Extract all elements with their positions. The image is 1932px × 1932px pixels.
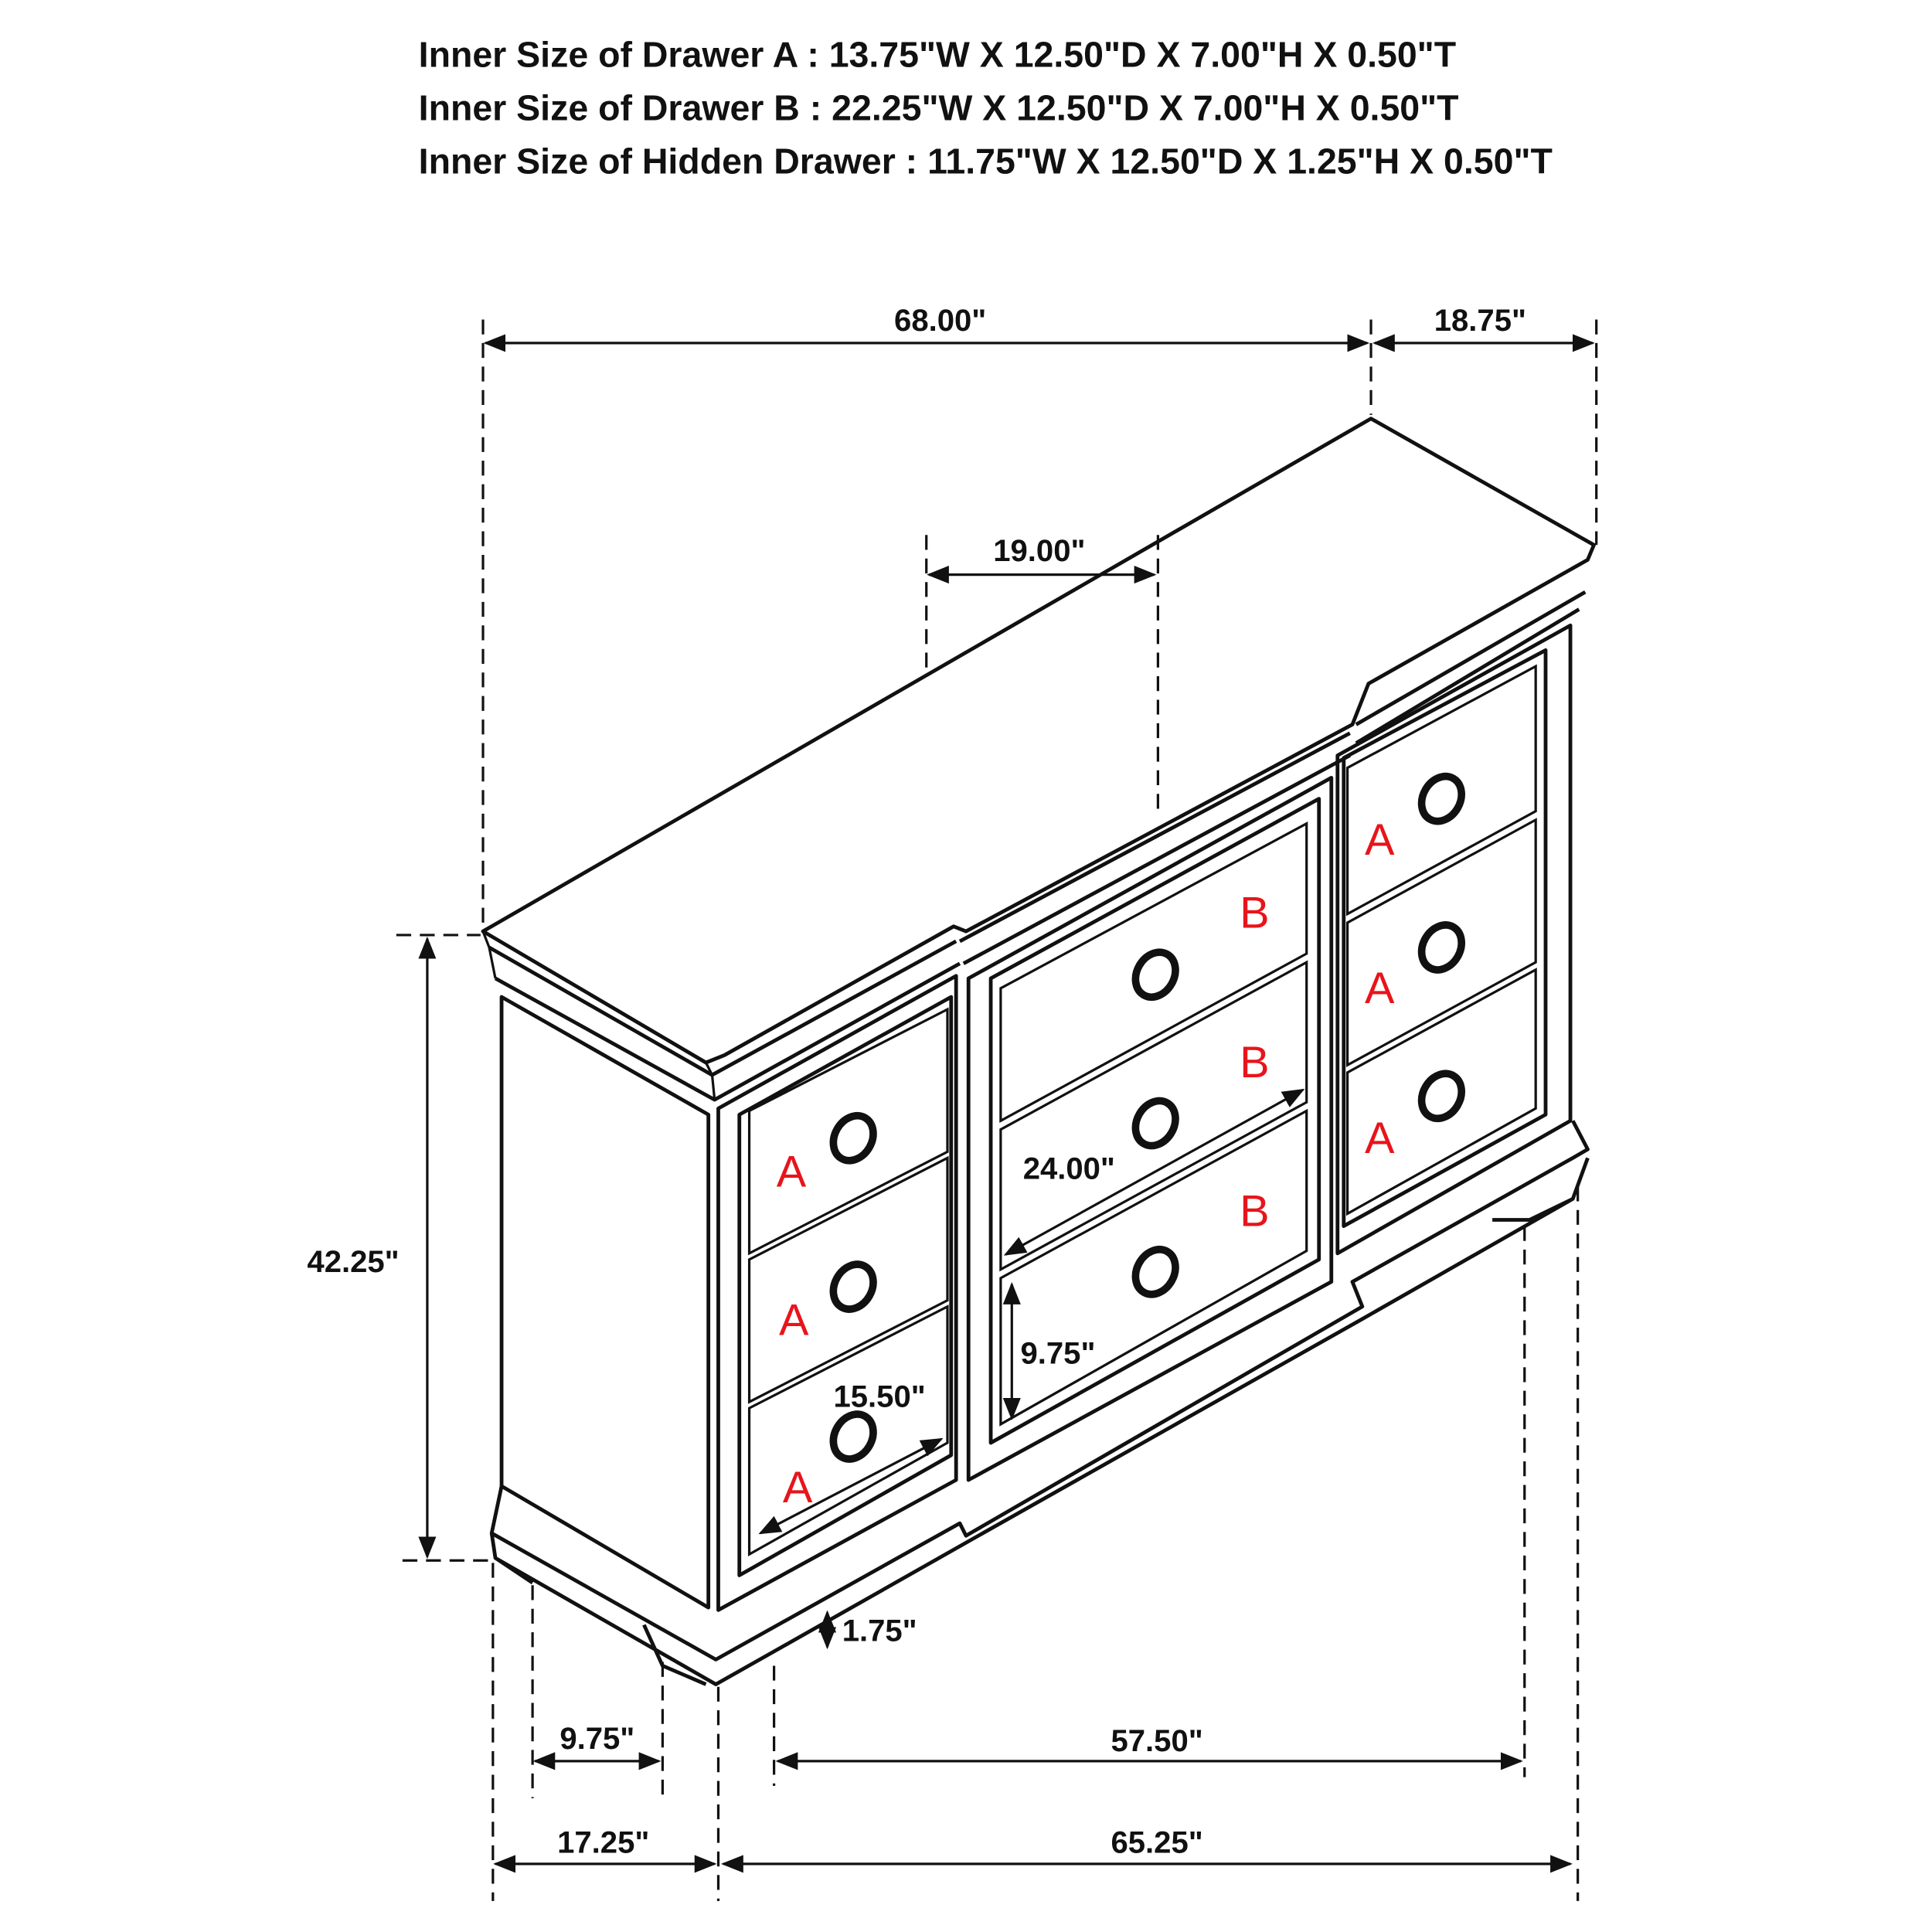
drawer xyxy=(1345,664,1537,917)
dim-base-height: 1.75" xyxy=(842,1614,917,1648)
drawer xyxy=(999,821,1308,1124)
drawer-label: A xyxy=(1365,964,1395,1013)
drawer xyxy=(747,1155,949,1404)
drawer-label: B xyxy=(1240,888,1269,937)
dim-drawer-b-height: 9.75" xyxy=(1021,1336,1096,1370)
drawer-label: A xyxy=(777,1147,807,1196)
dim-overall-width: 68.00" xyxy=(894,304,986,338)
dresser-drawing xyxy=(481,417,1596,1686)
dim-base-width: 65.25" xyxy=(1111,1825,1203,1859)
ring-pull-icon xyxy=(1417,772,1465,825)
dim-drawer-b-width: 24.00" xyxy=(1023,1152,1115,1186)
top-molding xyxy=(488,590,1587,1102)
dim-line-drawer-b-width xyxy=(1003,1088,1305,1256)
drawer-label: A xyxy=(1365,815,1395,865)
hidden-drawer-inner-size: Inner Size of Hidden Drawer : 11.75"W X … xyxy=(419,141,1553,181)
dim-drawer-a-width: 15.50" xyxy=(834,1380,926,1414)
ring-pull-icon xyxy=(1131,1097,1179,1150)
ring-pull-icon xyxy=(829,1410,877,1463)
dim-foot-front-span: 57.50" xyxy=(1111,1724,1203,1758)
drawer xyxy=(1345,968,1537,1216)
drawer-label: B xyxy=(1240,1187,1269,1236)
drawer xyxy=(1345,818,1537,1067)
drawer xyxy=(747,1304,949,1556)
drawer-b-inner-size: Inner Size of Drawer B : 22.25"W X 12.50… xyxy=(419,87,1459,128)
drawer xyxy=(999,960,1308,1272)
right-front xyxy=(1335,623,1573,1256)
ring-pull-icon xyxy=(829,1260,877,1313)
dim-depth: 18.75" xyxy=(1434,304,1526,338)
drawer-label: A xyxy=(1365,1114,1395,1163)
drawer-a-inner-size: Inner Size of Drawer A : 13.75"W X 12.50… xyxy=(419,35,1456,75)
drawers: A A A B B B A A A xyxy=(747,664,1537,1556)
left-side-panel xyxy=(499,995,711,1610)
ring-pull-icon xyxy=(1417,921,1465,974)
dim-line-drawer-a-width xyxy=(758,1437,944,1535)
ring-pull-icon xyxy=(1131,948,1179,1002)
ring-pull-icon xyxy=(829,1111,877,1165)
dim-hidden-drawer-width: 19.00" xyxy=(993,534,1085,568)
ring-pull-icon xyxy=(1417,1070,1465,1123)
dim-height: 42.25" xyxy=(307,1245,399,1279)
drawer-label: B xyxy=(1240,1038,1269,1087)
center-front xyxy=(966,776,1334,1482)
dim-base-depth: 17.25" xyxy=(557,1825,649,1859)
base-plinth xyxy=(489,1120,1590,1686)
drawer-label: A xyxy=(779,1296,809,1345)
ring-pull-icon xyxy=(1131,1246,1179,1298)
drawer xyxy=(747,1007,949,1256)
dim-foot-side-span: 9.75" xyxy=(560,1722,634,1756)
drawer-label: A xyxy=(783,1463,813,1512)
top-surface xyxy=(481,417,1596,1065)
extension-lines xyxy=(396,319,1598,1901)
dimensions: 68.00" 18.75" 19.00" 42.25" 24.00" 9.75"… xyxy=(307,304,1595,1873)
left-front xyxy=(716,974,958,1612)
